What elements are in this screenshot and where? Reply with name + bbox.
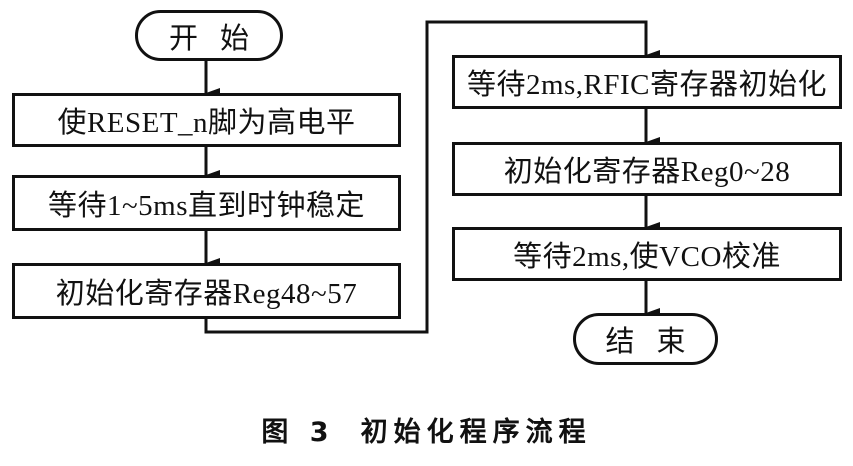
start-label: 开始 <box>168 22 271 55</box>
step-wait-rfic-init: 等待2ms,RFIC寄存器初始化 <box>452 55 842 109</box>
step-set-reset-high: 使RESET_n脚为高电平 <box>12 93 401 147</box>
step-init-reg0-28: 初始化寄存器Reg0~28 <box>452 142 842 196</box>
step-wait-clock-stable: 等待1~5ms直到时钟稳定 <box>12 175 401 231</box>
step-label: 等待2ms,使VCO校准 <box>513 241 781 273</box>
figure-caption: 图 3 初始化程序流程 <box>0 410 853 449</box>
step-label: 使RESET_n脚为高电平 <box>57 107 356 139</box>
end-label: 结束 <box>605 326 708 358</box>
step-label: 等待1~5ms直到时钟稳定 <box>47 190 366 222</box>
end-terminator: 结束 <box>573 313 718 365</box>
figure-title: 初始化程序流程 <box>360 417 592 448</box>
arrow-step3-to-step4 <box>204 20 660 334</box>
step-label: 初始化寄存器Reg48~57 <box>55 278 358 310</box>
figure-number: 图 3 <box>261 417 335 448</box>
step-vco-calibrate: 等待2ms,使VCO校准 <box>452 227 842 281</box>
start-terminator: 开始 <box>135 10 283 61</box>
step-label: 等待2ms,RFIC寄存器初始化 <box>466 69 828 101</box>
step-label: 初始化寄存器Reg0~28 <box>503 156 791 188</box>
step-init-reg48-57: 初始化寄存器Reg48~57 <box>12 263 401 319</box>
